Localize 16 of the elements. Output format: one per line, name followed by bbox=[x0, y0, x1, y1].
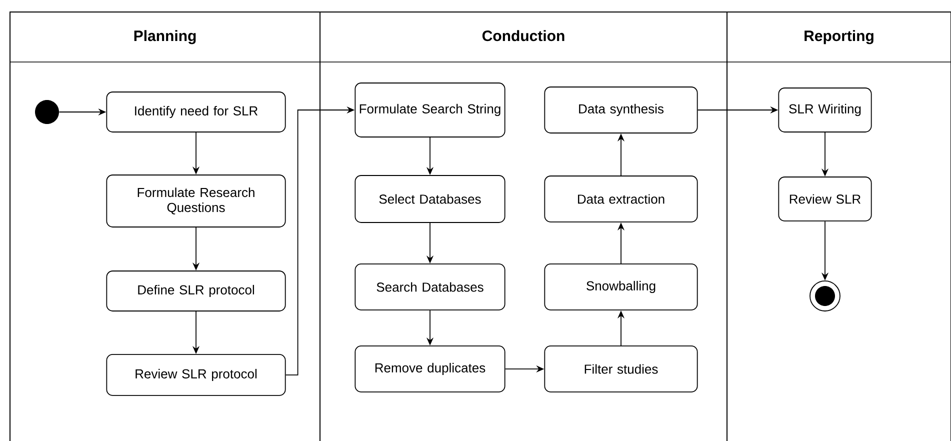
activity-box: Filter studies bbox=[544, 346, 698, 392]
activity-box: Define SLR protocol bbox=[106, 270, 286, 312]
activity-box: Review SLR bbox=[778, 176, 872, 222]
activity-box: Remove duplicates bbox=[354, 346, 506, 392]
activity-box: Data extraction bbox=[544, 176, 698, 222]
activity-box: Formulate Search String bbox=[354, 82, 506, 138]
activity-box: Formulate Research Questions bbox=[106, 174, 286, 228]
activity-box: Identify need for SLR bbox=[106, 92, 286, 132]
activity-box: Review SLR protocol bbox=[106, 354, 286, 396]
start-node bbox=[35, 100, 60, 124]
activity-box: Select Databases bbox=[354, 175, 506, 223]
activity-box: Data synthesis bbox=[544, 86, 698, 134]
activity-box: Search Databases bbox=[354, 264, 506, 310]
activity-box: Snowballing bbox=[544, 264, 698, 310]
activity-box: SLR Wiriting bbox=[778, 88, 872, 132]
end-node bbox=[810, 280, 840, 312]
